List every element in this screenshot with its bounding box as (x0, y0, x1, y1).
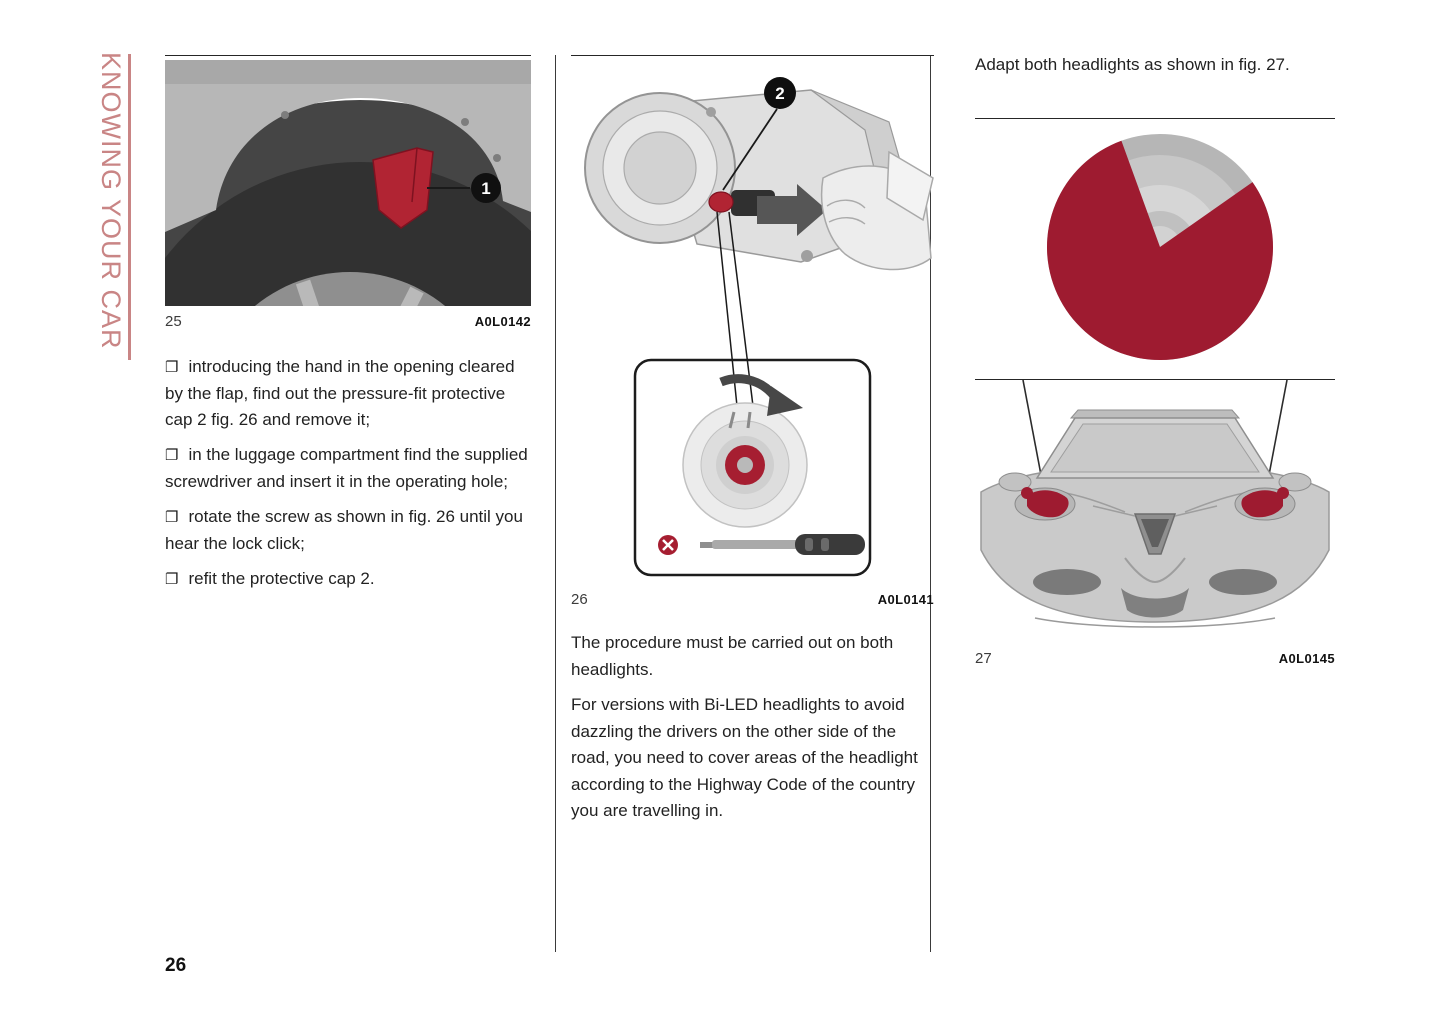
pull-arrow (757, 184, 827, 236)
column-divider-2 (930, 55, 931, 952)
figure-27-top (975, 118, 1335, 371)
column-divider-1 (555, 55, 556, 952)
figure-25-code: A0L0142 (474, 314, 531, 329)
figure-25-illustration: 1 (165, 60, 531, 306)
left-headlight-cover (1027, 490, 1069, 518)
screwdriver-shaft (712, 540, 798, 549)
list-marker-icon: ❐ (165, 571, 179, 588)
figure-26-illustration: 2 (584, 77, 934, 577)
list-marker-icon: ❐ (165, 509, 179, 526)
instruction-text: in the luggage compartment find the supp… (165, 445, 528, 491)
figure-27-caption: 27 A0L0145 (975, 650, 1335, 667)
column-1: 1 25 A0L0142 ❐introducing the hand in th… (165, 55, 531, 602)
car-front-illustration (980, 379, 1330, 628)
figure-27-code: A0L0145 (1278, 651, 1335, 666)
list-marker-icon: ❐ (165, 359, 179, 376)
procedure-notes: The procedure must be carried out on bot… (571, 630, 934, 825)
instruction-text: introducing the hand in the opening clea… (165, 357, 515, 429)
note-paragraph: The procedure must be carried out on bot… (571, 633, 894, 679)
instruction-item: ❐ refit the protective cap 2. (165, 566, 531, 593)
note-paragraph: For versions with Bi-LED headlights to a… (571, 695, 918, 820)
list-marker-icon: ❐ (165, 447, 179, 464)
instruction-item: ❐rotate the screw as shown in fig. 26 un… (165, 504, 531, 557)
instruction-text: refit the protective cap 2. (188, 569, 375, 588)
protective-cap-red (708, 191, 734, 213)
headlight-lens-cover-illustration (1046, 134, 1273, 361)
figure-27-bottom (975, 379, 1335, 643)
callout-1-badge (471, 173, 501, 203)
chapter-title-vertical: KNOWING YOUR CAR (96, 52, 126, 350)
figure-26-caption: 26 A0L0141 (571, 591, 934, 608)
figure-25: 1 (165, 55, 531, 306)
red-cover-area (1046, 140, 1273, 361)
screwdriver-handle (795, 534, 865, 555)
right-headlight-cover (1241, 490, 1283, 518)
adapt-headlights-text: Adapt both headlights as shown in fig. 2… (975, 55, 1290, 74)
callout-1-number: 1 (481, 179, 490, 198)
figure-27: 27 A0L0145 (975, 118, 1335, 667)
callout-2-badge (764, 77, 796, 109)
column-2: 2 (571, 55, 934, 834)
instruction-text: rotate the screw as shown in fig. 26 unt… (165, 507, 523, 553)
figure-26: 2 (571, 55, 934, 584)
callout-2-number: 2 (775, 84, 784, 103)
figure-25-caption: 25 A0L0142 (165, 313, 531, 330)
instruction-list: ❐introducing the hand in the opening cle… (165, 354, 531, 593)
chapter-accent-rule (128, 54, 131, 360)
figure-26-code: A0L0141 (877, 592, 934, 607)
instruction-item: ❐in the luggage compartment find the sup… (165, 442, 531, 495)
figure-25-number: 25 (165, 313, 182, 330)
page-number: 26 (165, 955, 187, 976)
figure-26-number: 26 (571, 591, 588, 608)
figure-27-number: 27 (975, 650, 992, 667)
instruction-item: ❐introducing the hand in the opening cle… (165, 354, 531, 433)
